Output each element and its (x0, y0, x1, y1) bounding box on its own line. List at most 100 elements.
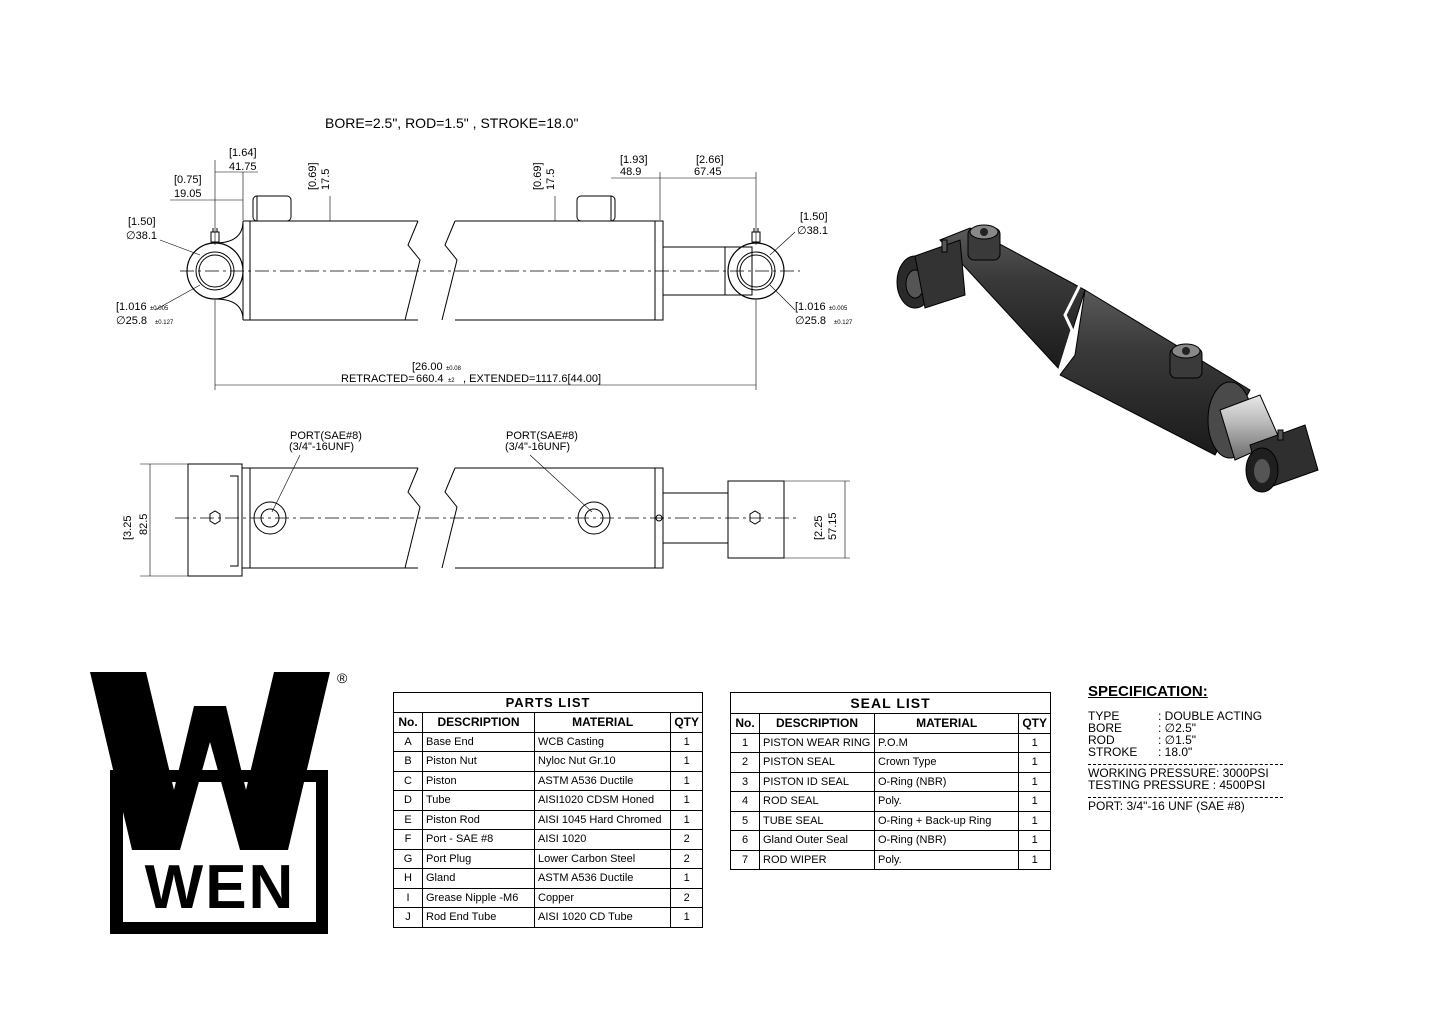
parts-cell-description: Piston Nut (422, 751, 535, 772)
seal-cell-material: Poly. (873, 791, 1020, 812)
parts-cell-material: ASTM A536 Ductile (533, 770, 672, 791)
seal-list-table: SEAL LIST No. DESCRIPTION MATERIAL QTY 1… (730, 692, 1051, 870)
wen-logo-text: WEN (145, 853, 296, 922)
dim-17-5-right: 17.5 (545, 169, 557, 190)
parts-cell-no: B (393, 751, 423, 772)
parts-cell-qty: 1 (670, 809, 703, 830)
spec-bore-key: BORE (1088, 721, 1123, 735)
parts-header-material: MATERIAL (533, 712, 672, 733)
seal-cell-description: PISTON ID SEAL (759, 771, 875, 792)
parts-header-no: No. (393, 712, 423, 733)
parts-list-table: PARTS LIST No. DESCRIPTION MATERIAL QTY … (393, 692, 703, 928)
dim-height-left-mm: 82.5 (138, 514, 150, 535)
seal-cell-description: ROD WIPER (759, 849, 875, 870)
seal-cell-description: TUBE SEAL (759, 810, 875, 831)
dim-height-right-mm: 57.15 (827, 512, 839, 540)
specification-block: SPECIFICATION: TYPE : DOUBLE ACTING BORE:… (1088, 683, 1288, 812)
parts-cell-material: AISI 1020 CD Tube (533, 907, 672, 928)
parts-cell-material: AISI 1045 Hard Chromed (533, 809, 672, 830)
seal-cell-qty: 1 (1018, 732, 1051, 753)
parts-cell-material: ASTM A536 Ductile (533, 868, 672, 889)
parts-cell-no: G (393, 848, 423, 869)
parts-cell-material: AISI1020 CDSM Honed (533, 790, 672, 811)
seal-cell-qty: 1 (1018, 791, 1051, 812)
parts-cell-description: Piston (422, 770, 535, 791)
spec-rod-key: ROD (1088, 733, 1115, 747)
spec-type-value: : DOUBLE ACTING (1158, 709, 1263, 723)
dim-bore-right-mm: ∅25.8 (795, 315, 826, 327)
parts-cell-no: E (393, 809, 423, 830)
parts-header-description: DESCRIPTION (422, 712, 535, 733)
top-view (154, 160, 800, 390)
seal-header-no: No. (730, 713, 760, 734)
dim-height-left-in: [3.25 (122, 516, 134, 540)
parts-cell-material: Lower Carbon Steel (533, 848, 672, 869)
parts-cell-material: WCB Casting (533, 731, 672, 752)
parts-cell-qty: 1 (670, 868, 703, 889)
port-label-2: PORT(SAE#8) (506, 430, 578, 442)
seal-cell-qty: 1 (1018, 810, 1051, 831)
seal-cell-no: 3 (730, 771, 760, 792)
spec-divider (1088, 764, 1283, 765)
parts-cell-description: Grease Nipple -M6 (422, 887, 535, 908)
dim-1-64: [1.64] (229, 147, 257, 159)
dim-retracted-value: 660.4 (416, 373, 444, 385)
spec-type-key: TYPE (1088, 709, 1120, 723)
seal-cell-description: PISTON WEAR RING (759, 732, 875, 753)
parts-cell-material: AISI 1020 (533, 829, 672, 850)
spec-title: SPECIFICATION: (1088, 683, 1208, 700)
spec-testing-pressure: TESTING PRESSURE : 4500PSI (1088, 778, 1266, 792)
seal-cell-description: PISTON SEAL (759, 752, 875, 773)
dim-17-5-left: 17.5 (320, 169, 332, 190)
dim-retracted-label: RETRACTED= (341, 373, 415, 385)
spec-working-pressure: WORKING PRESSURE: 3000PSI (1088, 766, 1269, 780)
dim-retracted-tol: ±2 (448, 378, 455, 384)
parts-cell-no: A (393, 731, 423, 752)
parts-cell-description: Rod End Tube (422, 907, 535, 928)
dim-0-69-left: [0.69] (307, 162, 319, 190)
spec-heading: BORE=2.5", ROD=1.5" , STROKE=18.0" (325, 115, 578, 131)
dim-bore-right-tol-mm: ±0.127 (834, 320, 853, 326)
parts-header-qty: QTY (670, 712, 703, 733)
spec-bore-value: : ∅2.5" (1158, 721, 1197, 735)
dim-67-45: 67.45 (694, 166, 722, 178)
parts-cell-qty: 1 (670, 907, 703, 928)
dim-bore-left-tol-mm: ±0.127 (155, 320, 174, 326)
seal-cell-no: 2 (730, 752, 760, 773)
parts-cell-description: Port - SAE #8 (422, 829, 535, 850)
seal-cell-qty: 1 (1018, 849, 1051, 870)
dim-2-66: [2.66] (696, 154, 724, 166)
parts-cell-qty: 2 (670, 848, 703, 869)
port-thread-1: (3/4"-16UNF) (289, 441, 354, 453)
parts-cell-no: H (393, 868, 423, 889)
seal-cell-qty: 1 (1018, 752, 1051, 773)
seal-cell-material: Poly. (873, 849, 1020, 870)
dim-0-69-right: [0.69] (532, 162, 544, 190)
dim-extended: , EXTENDED=1117.6[44.00] (463, 373, 601, 385)
seal-cell-material: O-Ring (NBR) (873, 830, 1020, 851)
parts-cell-description: Tube (422, 790, 535, 811)
dim-41-75: 41.75 (229, 161, 257, 173)
parts-list-title: PARTS LIST (393, 692, 703, 712)
spec-stroke-key: STROKE (1088, 745, 1138, 759)
seal-cell-description: ROD SEAL (759, 791, 875, 812)
cylinder-3d-render (896, 224, 1319, 493)
dim-bore-right-in: [1.016 (795, 301, 826, 313)
seal-cell-material: P.O.M (873, 732, 1020, 753)
dim-length-in: [26.00 (412, 361, 443, 373)
spec-divider (1088, 797, 1283, 798)
